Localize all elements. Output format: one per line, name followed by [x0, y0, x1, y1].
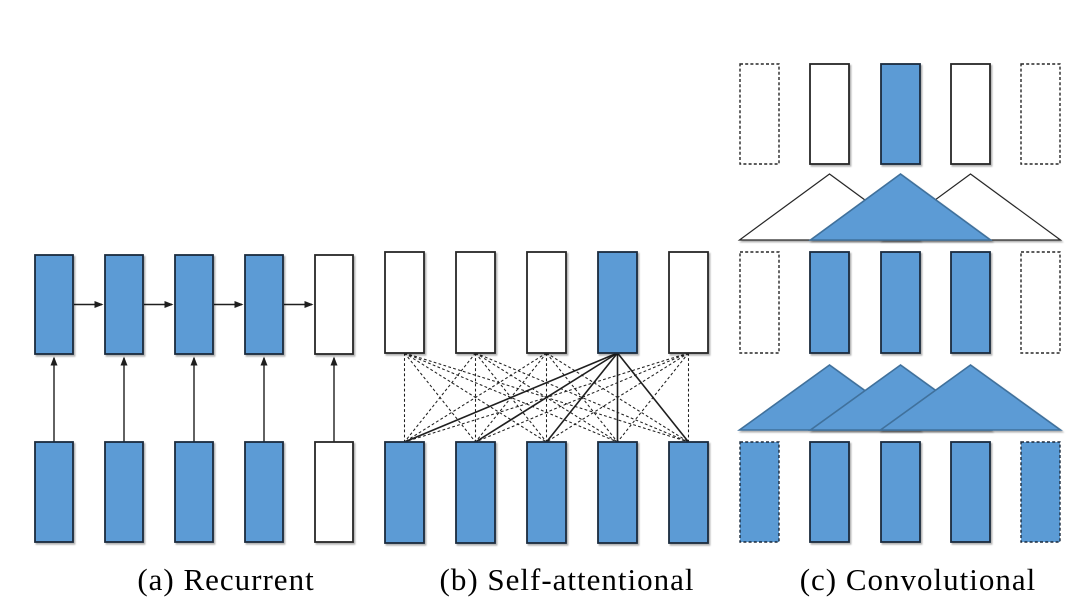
- recurrent-output-cell-5: [314, 254, 354, 355]
- conv-input-cell-1: [739, 441, 780, 543]
- conv-output-cell-5: [1020, 63, 1061, 165]
- caption-self-attentional: (b) Self-attentional: [439, 562, 695, 597]
- conv-hidden-cell-1: [739, 251, 780, 354]
- conv-hidden-cell-2: [809, 251, 850, 354]
- recurrent-output-cell-1: [34, 254, 74, 355]
- conv-output-cell-2: [809, 63, 850, 165]
- attention-link-solid-4-5: [616, 352, 690, 443]
- recurrent-output-cell-3: [174, 254, 214, 355]
- recurrent-output-cell-4: [244, 254, 284, 355]
- attention-input-cell-5: [668, 441, 709, 544]
- conv-lower-window-3: [878, 364, 1063, 431]
- attention-output-cell-5: [668, 251, 709, 354]
- attention-link-dashed-1-4: [404, 352, 618, 443]
- conv-input-cell-5: [1020, 441, 1061, 543]
- conv-output-cell-4: [950, 63, 991, 165]
- conv-input-cell-4: [950, 441, 991, 543]
- attention-output-cell-1: [384, 251, 425, 354]
- caption-convolutional: (c) Convolutional: [799, 562, 1037, 597]
- recurrent-input-cell-5: [314, 441, 354, 543]
- attention-output-cell-2: [455, 251, 496, 354]
- conv-output-cell-1: [739, 63, 780, 165]
- attention-link-dashed-5-2: [475, 352, 689, 443]
- attention-input-cell-2: [455, 441, 496, 544]
- attention-input-cell-4: [597, 441, 638, 544]
- attention-output-cell-3: [526, 251, 567, 354]
- conv-hidden-cell-3: [880, 251, 921, 354]
- recurrent-input-cell-4: [244, 441, 284, 543]
- attention-input-cell-3: [526, 441, 567, 544]
- conv-hidden-cell-4: [950, 251, 991, 354]
- attention-link-dashed-3-1: [404, 352, 547, 443]
- conv-output-cell-3: [880, 63, 921, 165]
- attention-link-solid-4-3: [545, 352, 619, 443]
- caption-recurrent: (a) Recurrent: [137, 562, 315, 597]
- recurrent-input-cell-1: [34, 441, 74, 543]
- attention-input-cell-1: [384, 441, 425, 544]
- conv-upper-window-3: [808, 173, 993, 241]
- recurrent-input-cell-3: [174, 441, 214, 543]
- recurrent-output-cell-2: [104, 254, 144, 355]
- attention-link-dashed-2-5: [475, 352, 689, 443]
- attention-output-cell-4: [597, 251, 638, 354]
- recurrent-input-cell-2: [104, 441, 144, 543]
- conv-input-cell-2: [809, 441, 850, 543]
- attention-link-solid-4-2: [475, 352, 618, 443]
- conv-hidden-cell-5: [1020, 251, 1061, 354]
- attention-link-dashed-2-1: [404, 352, 476, 443]
- conv-input-cell-3: [880, 441, 921, 543]
- attention-link-solid-4-1: [404, 352, 618, 443]
